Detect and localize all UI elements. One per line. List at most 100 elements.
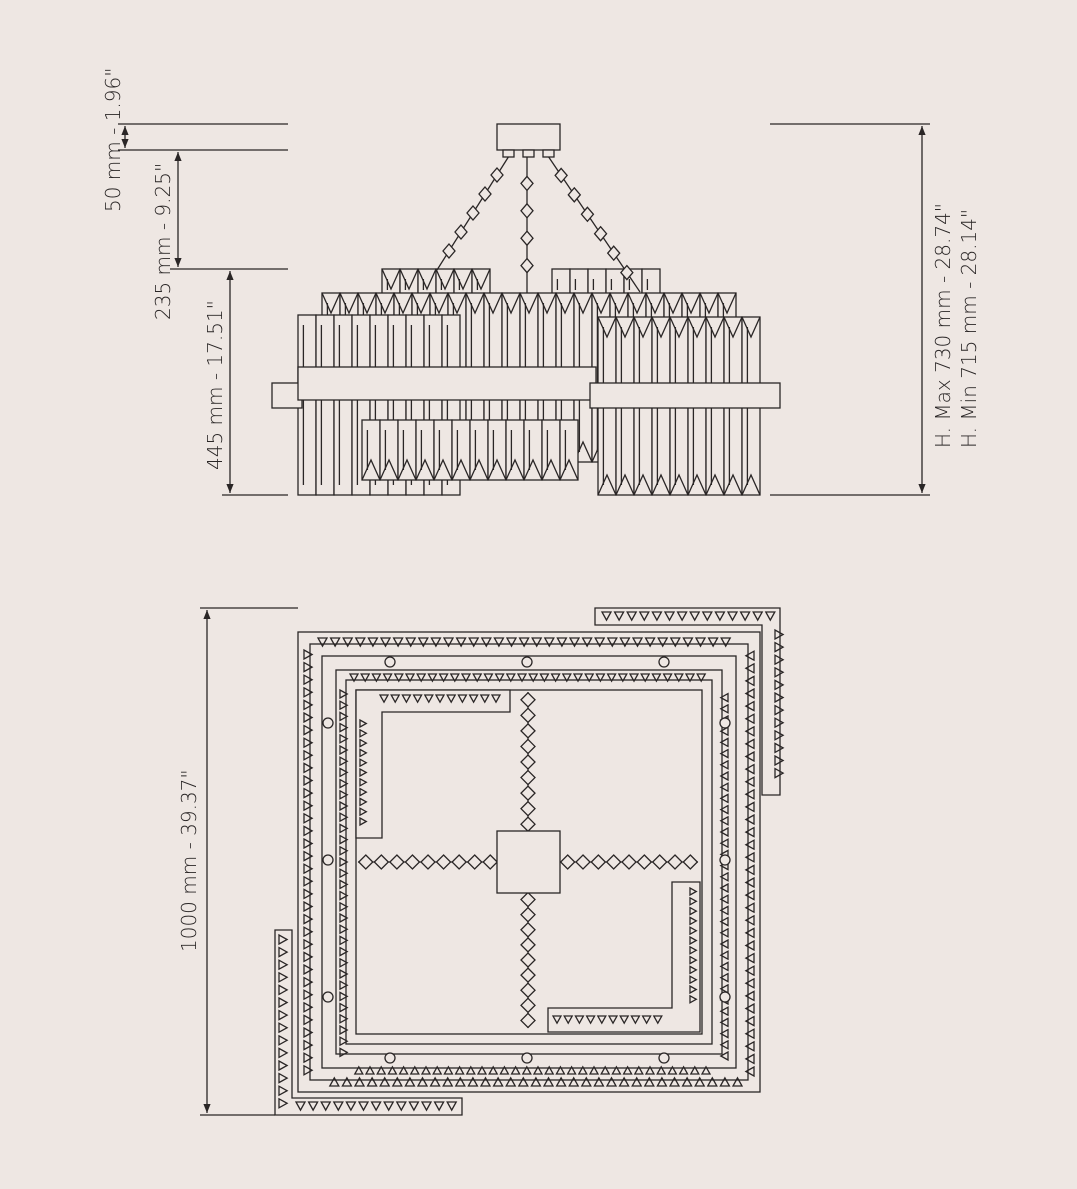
triangle-ornament bbox=[689, 975, 698, 985]
triangle-ornament bbox=[379, 1076, 391, 1087]
triangle-ornament bbox=[744, 864, 755, 876]
triangle-ornament bbox=[528, 673, 539, 683]
triangle-ornament bbox=[656, 1076, 668, 1087]
crystal-tip bbox=[399, 268, 419, 291]
triangle-ornament bbox=[774, 754, 785, 767]
triangle-ornament bbox=[633, 1065, 644, 1075]
triangle-ornament bbox=[339, 688, 349, 700]
chain-link bbox=[404, 854, 421, 870]
crystal-tip bbox=[609, 292, 629, 315]
triangle-ornament bbox=[744, 914, 755, 926]
triangle-ornament bbox=[744, 662, 755, 674]
triangle-ornament bbox=[359, 767, 368, 778]
triangle-ornament bbox=[689, 896, 698, 906]
bolt-circle bbox=[719, 717, 731, 729]
triangle-ornament bbox=[744, 965, 755, 977]
frame-ring-inner bbox=[355, 689, 703, 1035]
triangle-ornament bbox=[532, 1065, 544, 1075]
triangle-ornament bbox=[744, 1028, 755, 1040]
triangle-ornament bbox=[744, 776, 755, 788]
triangle-ornament bbox=[420, 1065, 432, 1075]
triangle-ornament bbox=[744, 687, 755, 700]
chain-link bbox=[520, 891, 536, 908]
bolt-circle bbox=[521, 1052, 533, 1064]
crystal-tip bbox=[471, 268, 491, 291]
crystal-prism bbox=[379, 419, 399, 481]
triangle-ornament bbox=[707, 637, 719, 648]
triangle-ornament bbox=[303, 737, 314, 749]
chain-link bbox=[520, 800, 536, 817]
triangle-ornament bbox=[455, 637, 467, 648]
triangle-ornament bbox=[544, 1065, 555, 1075]
crystal-tip bbox=[393, 292, 413, 315]
triangle-ornament bbox=[404, 1076, 416, 1087]
crystal-tip bbox=[361, 458, 381, 481]
triangle-ornament bbox=[303, 1064, 314, 1076]
triangle-ornament bbox=[404, 673, 416, 683]
triangle-ornament bbox=[764, 611, 776, 622]
chain-link bbox=[482, 854, 499, 870]
triangle-ornament bbox=[278, 1047, 289, 1059]
dim-label-body: 445 mm - 17.51" bbox=[203, 300, 227, 470]
crystal-tip bbox=[651, 473, 671, 496]
triangle-ornament bbox=[561, 673, 572, 683]
triangle-ornament bbox=[339, 1002, 349, 1013]
triangle-ornament bbox=[744, 977, 755, 989]
triangle-ornament bbox=[339, 733, 349, 744]
chain-link bbox=[454, 224, 468, 240]
triangle-ornament bbox=[303, 900, 314, 913]
crystal-tip bbox=[687, 473, 707, 496]
triangle-ornament bbox=[303, 762, 314, 774]
triangle-ornament bbox=[303, 812, 314, 824]
triangle-ornament bbox=[316, 637, 329, 648]
triangle-ornament bbox=[719, 961, 729, 972]
triangle-ornament bbox=[303, 686, 314, 698]
triangle-ornament bbox=[594, 637, 606, 648]
triangle-ornament bbox=[442, 1076, 454, 1087]
triangle-ornament bbox=[744, 876, 755, 889]
crystal-tip bbox=[415, 458, 435, 481]
triangle-ornament bbox=[719, 1076, 731, 1087]
triangle-ornament bbox=[371, 673, 382, 683]
triangle-ornament bbox=[656, 1065, 667, 1075]
triangle-ornament bbox=[663, 611, 676, 622]
triangle-ornament bbox=[434, 694, 446, 704]
triangle-ornament bbox=[744, 650, 755, 662]
triangle-ornament bbox=[339, 789, 349, 800]
bolt-circle bbox=[719, 991, 731, 1003]
crystal-tip bbox=[645, 292, 665, 315]
triangle-ornament bbox=[494, 673, 505, 683]
triangle-ornament bbox=[454, 1076, 466, 1087]
triangle-ornament bbox=[719, 737, 729, 748]
triangle-ornament bbox=[339, 767, 349, 778]
triangle-ornament bbox=[744, 725, 755, 737]
triangle-ornament bbox=[744, 902, 755, 914]
triangle-ornament bbox=[681, 1076, 693, 1087]
crystal-prism bbox=[333, 314, 353, 496]
triangle-ornament bbox=[360, 673, 371, 683]
chain-link bbox=[520, 921, 536, 938]
crystal-prism bbox=[469, 419, 489, 481]
triangle-ornament bbox=[359, 816, 368, 827]
triangle-ornament bbox=[719, 804, 729, 815]
triangle-ornament bbox=[606, 637, 618, 648]
triangle-ornament bbox=[339, 912, 349, 924]
canopy-hook bbox=[542, 149, 555, 158]
chain-link bbox=[466, 854, 483, 870]
chain-link bbox=[520, 982, 536, 999]
triangle-ornament bbox=[706, 1076, 718, 1087]
triangle-ornament bbox=[689, 1065, 700, 1075]
crystal-tip bbox=[435, 268, 455, 291]
triangle-ornament bbox=[348, 673, 360, 683]
chain-link bbox=[590, 854, 607, 870]
chain-link bbox=[520, 967, 536, 984]
crystal-tip bbox=[741, 316, 761, 339]
triangle-ornament bbox=[542, 1076, 555, 1087]
triangle-ornament bbox=[719, 703, 729, 714]
triangle-ornament bbox=[744, 713, 755, 725]
triangle-ornament bbox=[416, 1076, 429, 1087]
frame-ring-2 bbox=[309, 643, 749, 1081]
triangle-ornament bbox=[566, 1065, 577, 1075]
triangle-ornament bbox=[387, 1065, 398, 1075]
triangle-ornament bbox=[359, 758, 368, 768]
